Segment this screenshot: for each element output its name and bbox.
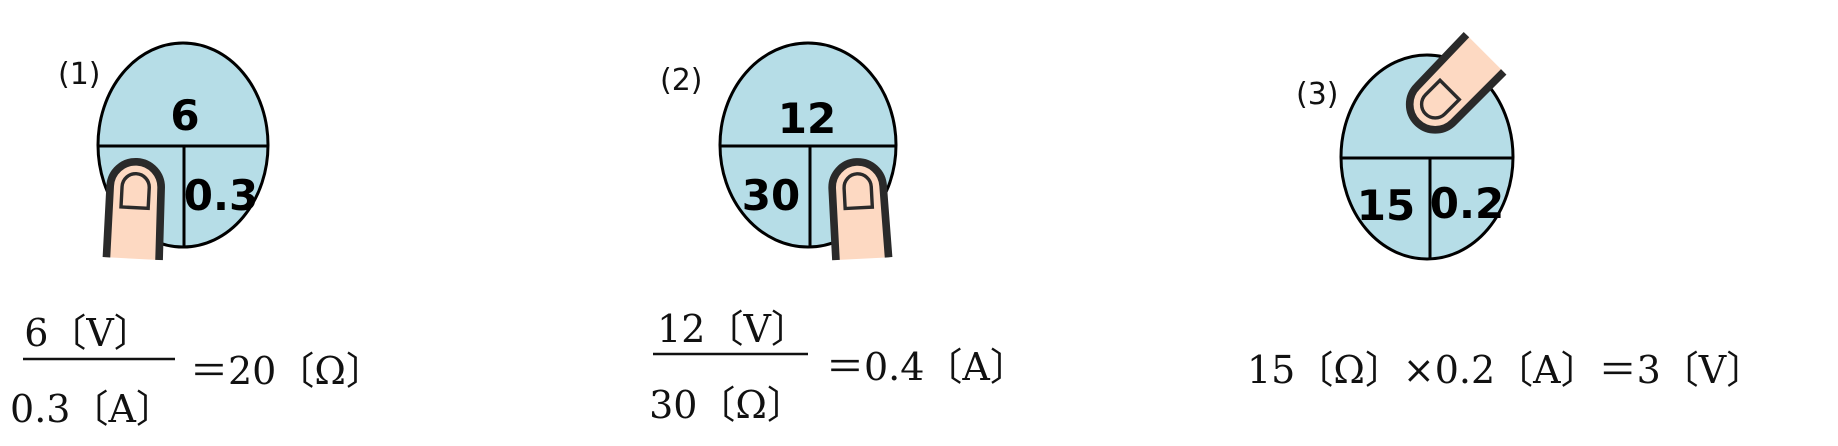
resistance-value: 30 [742,171,800,220]
finger-icon [105,159,164,260]
panel-3: (3) 15 0.2 15〔Ω〕×0.2〔A〕＝3〔V〕 [1247,35,1764,392]
panel-label: (2) [660,63,703,98]
panel-1: (1) 6 0.3 6〔V〕 0.3〔A〕 ＝20〔Ω〕 [10,41,384,431]
resistance-value: 15 [1357,181,1415,230]
current-value: 0.2 [1430,179,1504,228]
denominator: 0.3〔A〕 [10,387,174,431]
panel-2: (2) 12 30 12〔V〕 30〔Ω〕 ＝0.4〔A〕 [649,41,1028,427]
result: ＝20〔Ω〕 [190,349,384,393]
voltage-value: 12 [778,94,836,143]
numerator: 6〔V〕 [24,311,152,355]
panel-label: (3) [1296,77,1339,112]
denominator: 30〔Ω〕 [649,383,805,427]
voltage-value: 6 [170,91,199,140]
finger-icon [829,159,888,260]
result: ＝0.4〔A〕 [826,345,1028,389]
current-value: 0.3 [184,171,258,220]
numerator: 12〔V〕 [657,307,809,351]
panel-label: (1) [58,57,101,92]
equation: 15〔Ω〕×0.2〔A〕＝3〔V〕 [1247,348,1764,392]
